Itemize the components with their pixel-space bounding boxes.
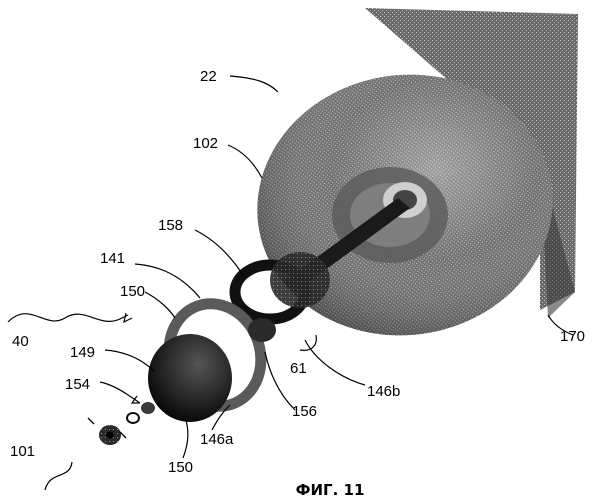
label-146b: 146b [367,383,400,400]
label-40: 40 [12,333,29,350]
nut-154 [141,402,155,414]
label-141: 141 [100,250,125,267]
label-61: 61 [290,360,307,377]
label-146a: 146a [200,431,234,448]
figure-caption: ФИГ. 11 [296,481,365,499]
label-170: 170 [560,328,585,345]
label-154: 154 [65,376,90,393]
label-158: 158 [158,217,183,234]
label-150-top: 150 [120,283,145,300]
label-102: 102 [193,135,218,152]
label-149: 149 [70,344,95,361]
label-22: 22 [200,68,217,85]
label-156: 156 [292,403,317,420]
washer [127,413,139,423]
label-150-bottom: 150 [168,459,193,476]
label-101: 101 [10,443,35,460]
cap-149 [148,334,232,422]
